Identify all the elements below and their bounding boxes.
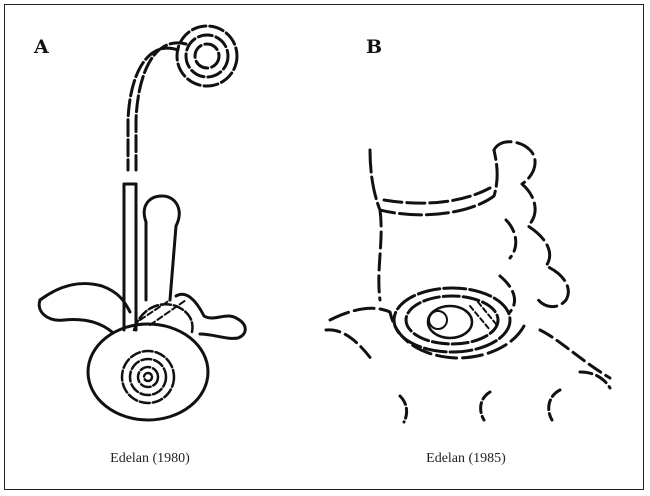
lead-wire (124, 43, 186, 330)
upper-vertebral-body (370, 150, 497, 215)
panel-b-caption: Edelan (1985) (366, 451, 566, 467)
panel-a-caption: Edelan (1980) (50, 451, 250, 467)
panel-b-illustration (326, 142, 610, 422)
spiral-coil-body (122, 351, 174, 403)
panel-a-illustration (39, 26, 245, 420)
spiral-coil-top (177, 26, 237, 86)
spinous-process (144, 196, 179, 300)
vertebral-arch (40, 284, 245, 339)
